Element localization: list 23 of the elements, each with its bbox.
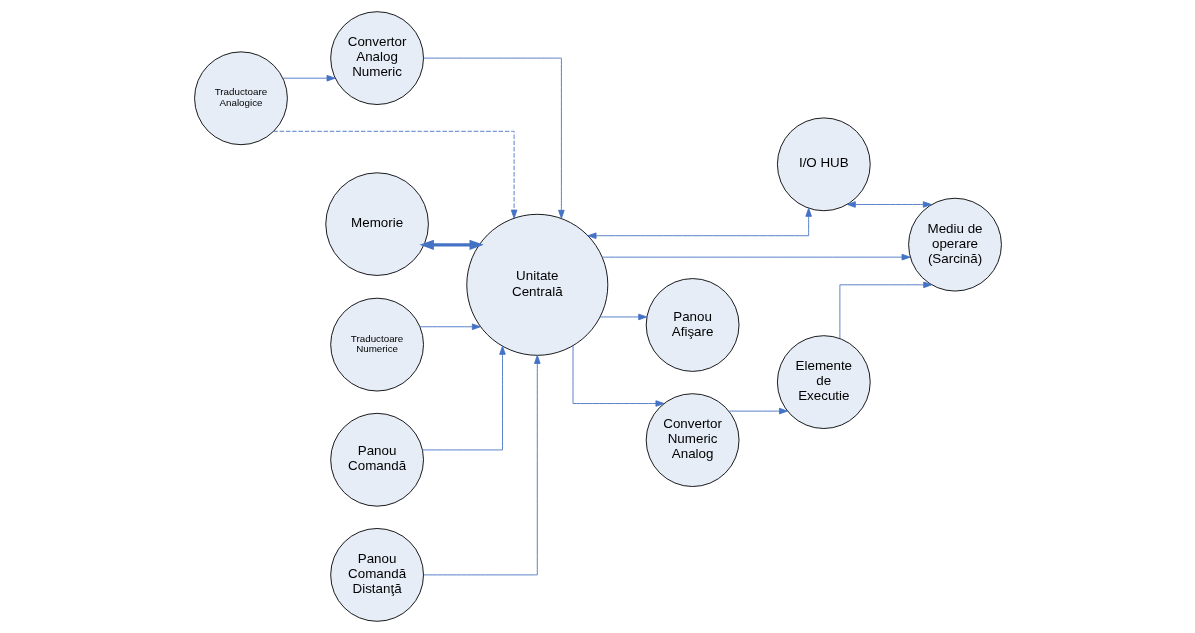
node-circle: Convertor Numeric Analog	[645, 393, 739, 487]
node-circle: Traductoare Analogice	[193, 51, 288, 146]
arrow	[272, 130, 517, 219]
node-circle: Panou Afişare	[645, 278, 739, 372]
node-circle: Memorie	[324, 172, 429, 276]
arrow	[422, 354, 541, 576]
arrow	[422, 57, 565, 219]
arrow	[572, 345, 664, 407]
arrow	[846, 201, 932, 208]
arrow	[587, 207, 812, 239]
arrow	[599, 313, 647, 321]
arrow	[419, 239, 484, 250]
node-circle: Panou Comandă	[329, 412, 424, 507]
node-circle: Traductoare Numerice	[329, 297, 424, 392]
node-circle: Convertor Analog Numeric	[329, 11, 424, 105]
arrow	[601, 253, 910, 261]
arrow	[282, 74, 335, 82]
arrow	[421, 345, 506, 451]
arrow	[838, 281, 932, 339]
node-circle: Panou Comandă Distanţă	[329, 528, 424, 622]
arrow	[728, 407, 788, 415]
node-circle: I/O HUB	[776, 117, 871, 212]
arrow	[419, 323, 481, 331]
